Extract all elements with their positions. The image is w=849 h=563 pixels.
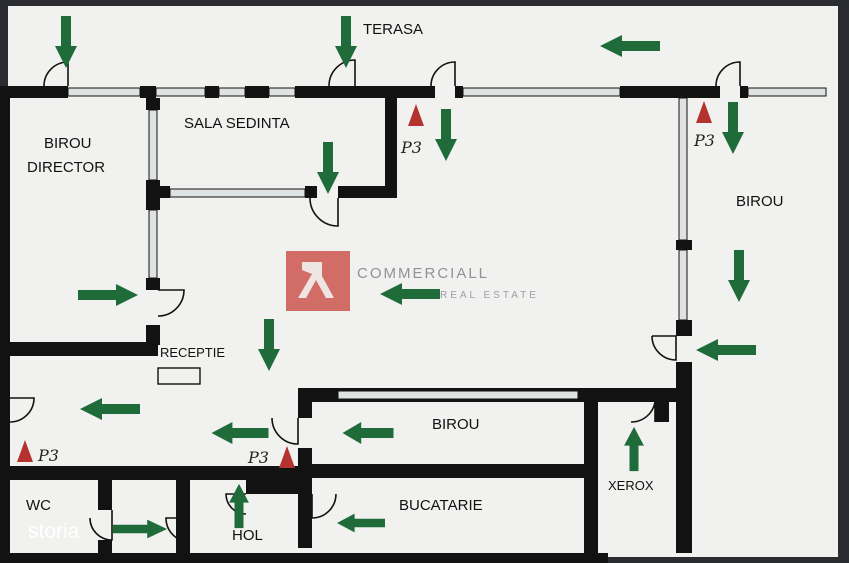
door-swing-icon [651, 335, 677, 361]
room-label-wc: WC [26, 497, 51, 514]
room-label-bucatarie: BUCATARIE [399, 497, 483, 514]
door-swings [9, 59, 741, 543]
door-swing-icon [157, 289, 185, 317]
room-label-hol: HOL [232, 527, 263, 544]
markers: P3 P3 P3 P3 [17, 101, 715, 468]
door-swing-icon [715, 61, 741, 87]
watermark-subtext: REAL ESTATE [440, 290, 539, 301]
door-swing-icon [165, 517, 191, 543]
fire-extinguisher-icon [279, 446, 295, 468]
windows [67, 87, 827, 400]
room-label-sala-sedinta: SALA SEDINTA [184, 115, 290, 132]
door-swing-icon [309, 197, 339, 227]
room-label-birou-right: BIROU [736, 193, 784, 210]
room-label-terasa: TERASA [363, 21, 423, 38]
room-label-birou-director-2: DIRECTOR [27, 159, 105, 176]
door-swing-icon [328, 59, 356, 87]
walls [0, 86, 748, 563]
room-label-receptie: RECEPTIE [160, 345, 225, 360]
room-label-birou-center: BIROU [432, 416, 480, 433]
marker-label: P3 [693, 131, 715, 150]
door-swing-icon [311, 493, 337, 519]
brand-logo-text: storia [28, 520, 80, 543]
marker-label: P3 [400, 138, 422, 157]
fire-extinguisher-icon [408, 104, 424, 126]
marker-label: P3 [37, 446, 59, 465]
watermark-text: COMMERCIALL [357, 265, 489, 282]
watermark: COMMERCIALL REAL ESTATE [286, 251, 539, 311]
fire-extinguisher-icon [17, 440, 33, 462]
room-label-xerox: XEROX [608, 478, 654, 493]
door-swing-icon [89, 510, 113, 541]
right-margin [838, 0, 849, 563]
door-swing-icon [630, 401, 656, 423]
room-label-birou-director-1: BIROU [44, 135, 92, 152]
fire-extinguisher-icon [696, 101, 712, 123]
top-margin [0, 0, 849, 6]
reception-desk [157, 367, 201, 385]
door-swing-icon [9, 397, 35, 423]
door-swing-icon [271, 417, 299, 445]
marker-label: P3 [247, 448, 269, 467]
door-swing-icon [430, 61, 456, 87]
